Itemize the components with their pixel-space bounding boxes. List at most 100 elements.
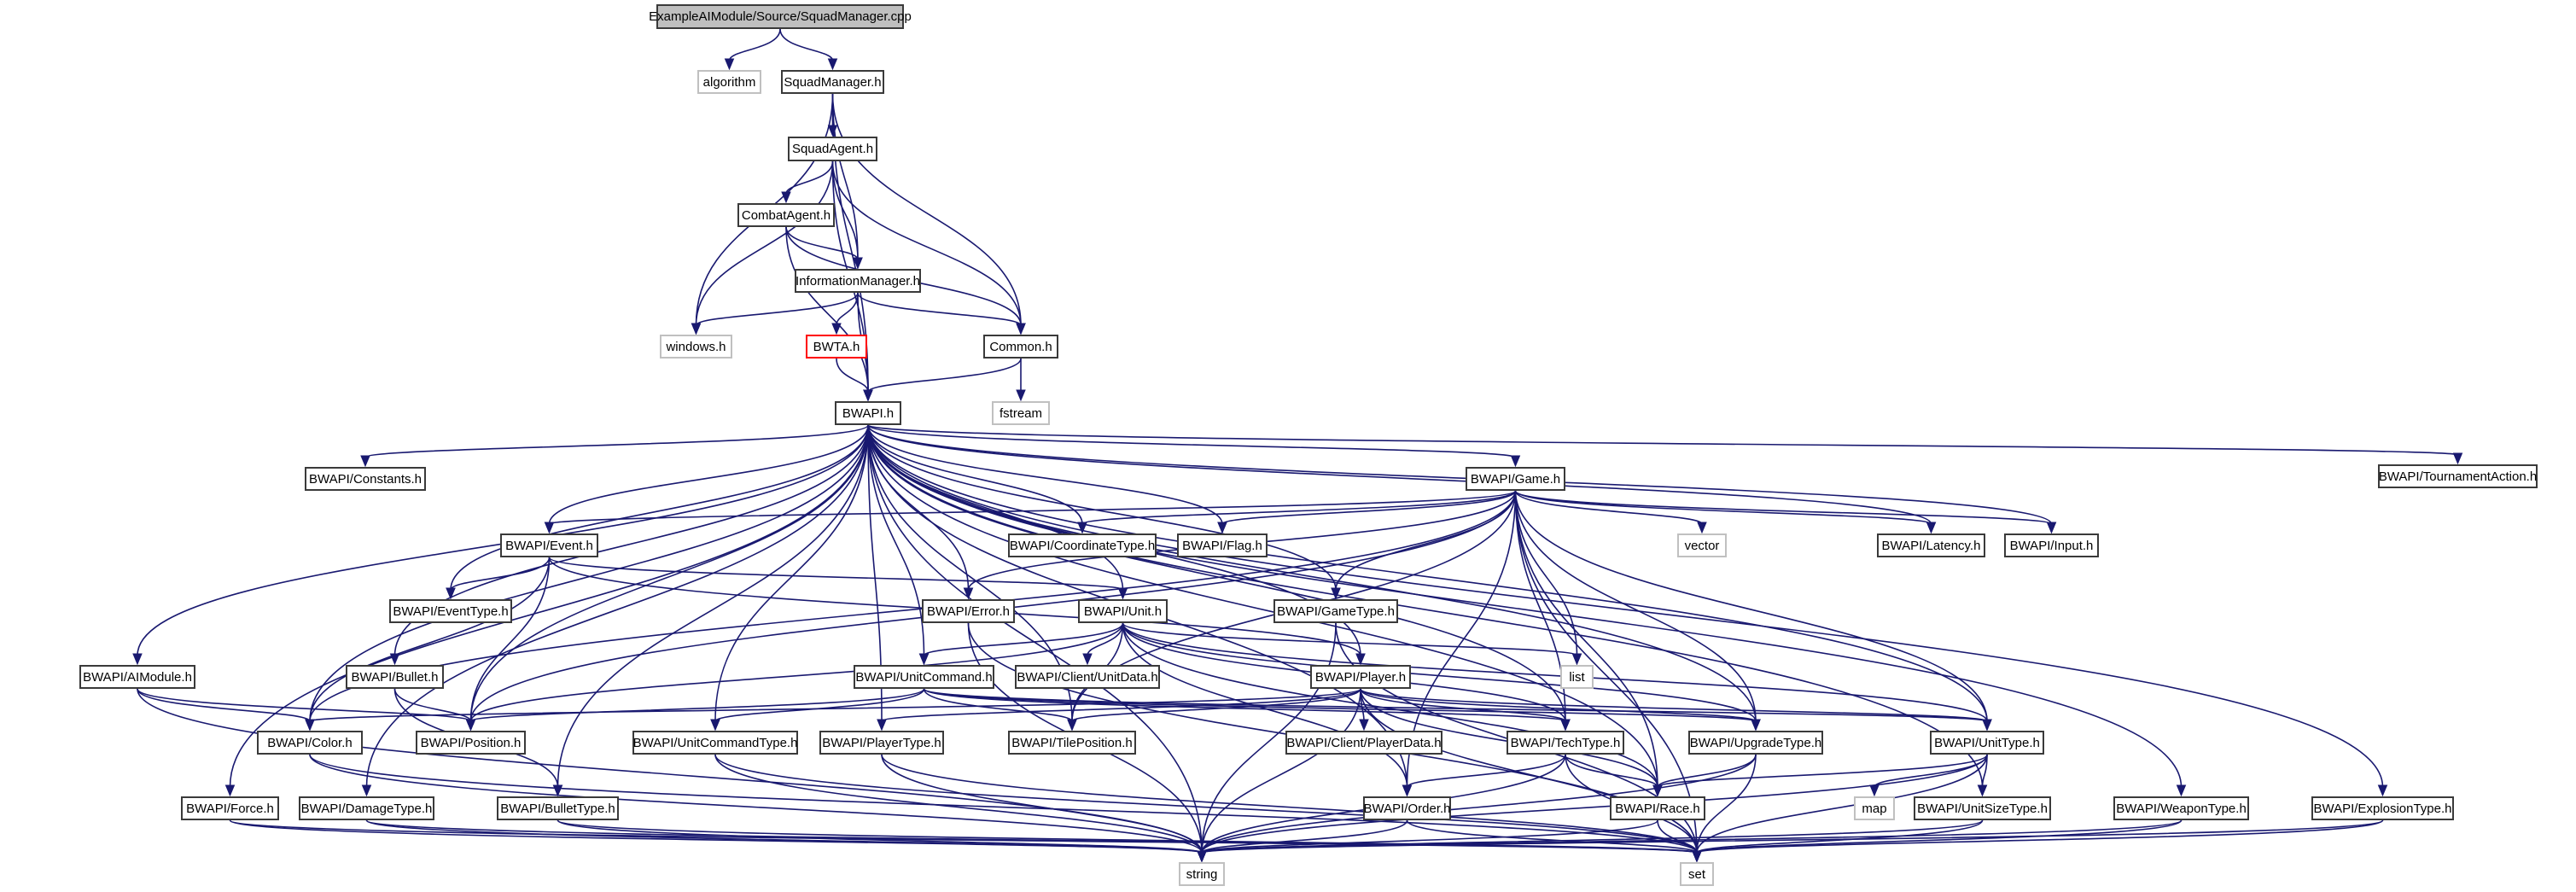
node-label: BWAPI/TournamentAction.h [2378,469,2538,484]
node-flag-h[interactable]: BWAPI/Flag.h [1177,533,1268,557]
node-techtype-h[interactable]: BWAPI/TechType.h [1507,731,1624,755]
node-squadagent-h[interactable]: SquadAgent.h [788,137,877,161]
node-damagetype-h[interactable]: BWAPI/DamageType.h [299,796,434,820]
node-bullet-h[interactable]: BWAPI/Bullet.h [346,665,444,689]
arrowhead-informationmanager_h-to-bwta_h [831,323,842,335]
node-gametype-h[interactable]: BWAPI/GameType.h [1273,599,1398,623]
edge-playertype_h-to-set [881,754,1698,854]
node-label: BWAPI/Event.h [505,538,593,553]
edge-techtype_h-to-race_h [1565,754,1658,788]
node-playertype-h[interactable]: BWAPI/PlayerType.h [819,731,944,755]
node-input-h[interactable]: BWAPI/Input.h [2004,533,2099,557]
node-aimodule-h[interactable]: BWAPI/AIModule.h [79,665,195,689]
edge-unit_h-to-unitdata_h [1087,622,1124,656]
arrowhead-explosiontype_h-to-set [1692,850,1702,863]
node-squadmanager-h[interactable]: SquadManager.h [781,70,884,94]
node-unitsizetype-h[interactable]: BWAPI/UnitSizeType.h [1914,796,2051,820]
edge-upgradetype_h-to-set [1696,754,1757,854]
arrowhead-player_h-to-playertype_h [877,719,887,732]
node-unittype-h[interactable]: BWAPI/UnitType.h [1930,731,2044,755]
node-informationmanager-h[interactable]: InformationManager.h [795,269,921,293]
edge-bullettype_h-to-set [557,819,1698,854]
node-label: Common.h [989,339,1052,354]
edge-bwapi_h-to-latency_h [867,424,1932,525]
node-label: BWAPI/Unit.h [1083,603,1163,619]
node-color-h[interactable]: BWAPI/Color.h [257,731,363,755]
arrowhead-player_h-to-upgradetype_h [1751,719,1761,732]
arrowhead-unit_h-to-unitdata_h [1082,653,1093,666]
edge-unit_h-to-unitcommand_h [923,622,1124,656]
node-playerdata-h[interactable]: BWAPI/Client/PlayerData.h [1285,731,1442,755]
node-vector: vector [1677,533,1727,557]
node-force-h[interactable]: BWAPI/Force.h [181,796,279,820]
node-label: BWAPI/Constants.h [309,471,422,487]
node-player-h[interactable]: BWAPI/Player.h [1310,665,1411,689]
node-label: CombatAgent.h [741,207,831,223]
edge-bwapi_h-to-gametype_h [867,424,1337,591]
node-label: BWAPI.h [842,405,895,421]
node-error-h[interactable]: BWAPI/Error.h [922,599,1015,623]
node-constants-h[interactable]: BWAPI/Constants.h [305,467,426,491]
edge-weapontype_h-to-set [1696,819,2183,854]
node-order-h[interactable]: BWAPI/Order.h [1363,796,1451,820]
edge-common_h-to-bwapi_h [867,358,1022,393]
arrowhead-root-to-squadmanager_h [827,58,838,71]
edge-explosiontype_h-to-string [1201,819,2384,854]
node-coordinatetype-h[interactable]: BWAPI/CoordinateType.h [1008,533,1157,557]
node-eventtype-h[interactable]: BWAPI/EventType.h [389,599,512,623]
node-label: BWAPI/Error.h [927,603,1010,619]
node-latency-h[interactable]: BWAPI/Latency.h [1877,533,1985,557]
edge-combatagent_h-to-bwapi_h [785,226,869,393]
arrowhead-player_h-to-playerdata_h [1359,719,1369,732]
arrowhead-common_h-to-fstream [1016,389,1026,402]
node-upgradetype-h[interactable]: BWAPI/UpgradeType.h [1688,731,1823,755]
node-unitdata-h[interactable]: BWAPI/Client/UnitData.h [1015,665,1160,689]
node-unitcommandtype-h[interactable]: BWAPI/UnitCommandType.h [632,731,798,755]
node-label: BWAPI/UnitCommand.h [855,669,993,685]
edge-bullet_h-to-position_h [393,688,472,722]
edge-unit_h-to-list [1122,622,1578,656]
edge-color_h-to-string [309,754,1203,854]
node-position-h[interactable]: BWAPI/Position.h [416,731,526,755]
node-label: set [1687,866,1705,882]
node-label: BWAPI/UnitType.h [1934,735,2040,750]
edge-game_h-to-gametype_h [1335,490,1517,591]
arrowhead-root-to-algorithm [724,58,735,71]
edge-unit_h-to-unittype_h [1122,622,1988,722]
node-game-h[interactable]: BWAPI/Game.h [1466,467,1565,491]
edge-force_h-to-set [229,819,1698,854]
node-label: BWAPI/UpgradeType.h [1689,735,1822,750]
node-unit-h[interactable]: BWAPI/Unit.h [1078,599,1168,623]
edge-bwapi_h-to-event_h [548,424,869,525]
node-unitcommand-h[interactable]: BWAPI/UnitCommand.h [854,665,994,689]
node-weapontype-h[interactable]: BWAPI/WeaponType.h [2113,796,2249,820]
node-tournamentaction-h[interactable]: BWAPI/TournamentAction.h [2378,464,2538,488]
edge-game_h-to-vector [1514,490,1703,525]
arrowhead-common_h-to-bwapi_h [863,389,873,402]
arrowhead-event_h-to-unit_h [1117,587,1128,600]
edge-squadagent_h-to-informationmanager_h [831,160,859,260]
node-bwapi-h[interactable]: BWAPI.h [835,401,901,425]
node-tileposition-h[interactable]: BWAPI/TilePosition.h [1008,731,1136,755]
node-combatagent-h[interactable]: CombatAgent.h [737,203,835,227]
edge-player_h-to-playertype_h [881,688,1361,722]
edge-bwapi_h-to-weapontype_h [867,424,2183,788]
edge-color_h-to-set [309,754,1698,854]
node-event-h[interactable]: BWAPI/Event.h [500,533,598,557]
edge-unitsizetype_h-to-set [1696,819,1984,854]
edge-game_h-to-event_h [548,490,1517,525]
arrowhead-game_h-to-input_h [2046,522,2057,534]
node-race-h[interactable]: BWAPI/Race.h [1610,796,1705,820]
node-label: fstream [999,405,1042,421]
node-label: BWAPI/UnitSizeType.h [1917,801,2048,816]
node-explosiontype-h[interactable]: BWAPI/ExplosionType.h [2311,796,2454,820]
arrowhead-game_h-to-vector [1697,522,1707,534]
node-common-h[interactable]: Common.h [983,335,1058,359]
edge-bullettype_h-to-string [557,819,1203,854]
node-bullettype-h[interactable]: BWAPI/BulletType.h [497,796,619,820]
arrowhead-event_h-to-player_h [1355,653,1366,666]
node-label: BWAPI/Input.h [2009,538,2094,553]
edge-race_h-to-string [1201,819,1658,854]
node-bwta-h[interactable]: BWTA.h [806,335,867,359]
edge-player_h-to-techtype_h [1360,688,1566,722]
